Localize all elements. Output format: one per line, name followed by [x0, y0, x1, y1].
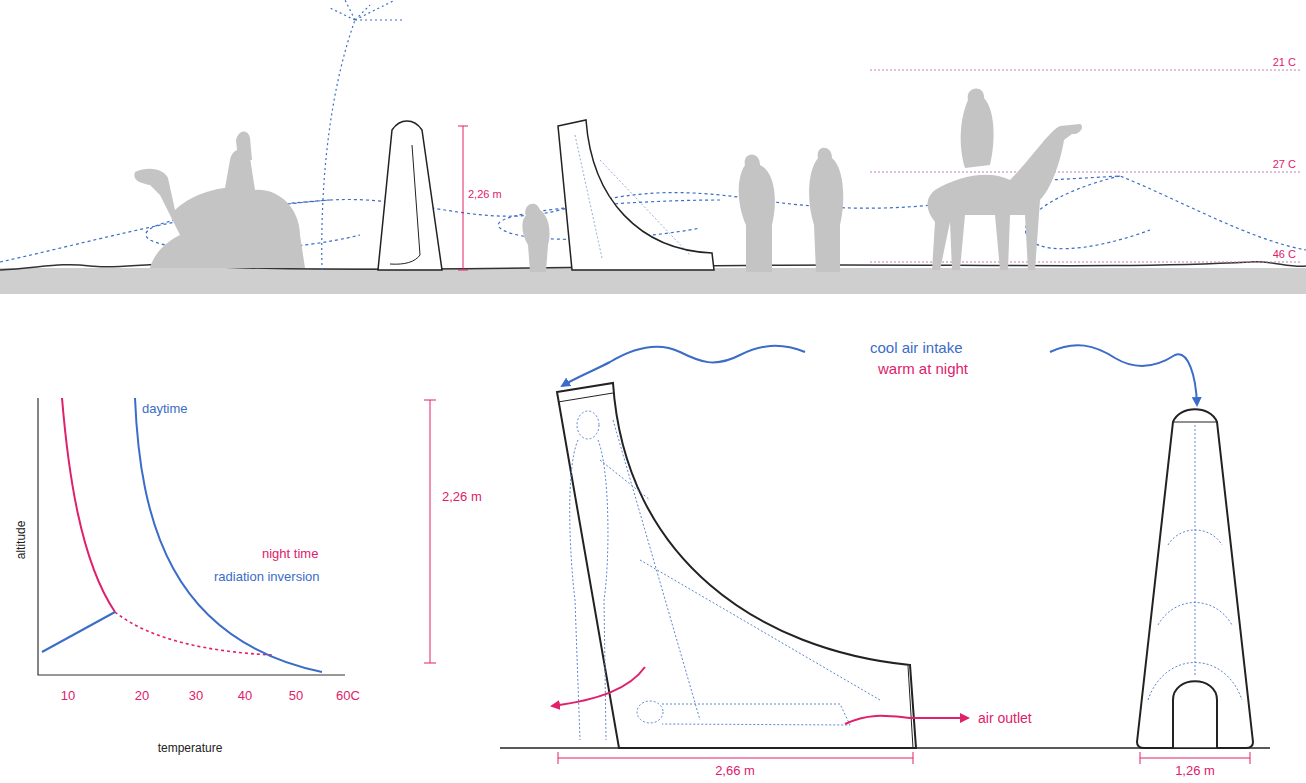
height-dimension-top	[458, 126, 468, 270]
outlet-arrow	[845, 716, 968, 724]
shelter-side-small	[558, 120, 714, 270]
series-label: radiation inversion	[214, 570, 320, 585]
shelter-side	[557, 383, 916, 748]
tick-label: 50	[289, 689, 303, 704]
series-label: night time	[262, 547, 318, 562]
series-label: daytime	[142, 402, 188, 417]
temperature-label: 46 C	[1273, 248, 1296, 261]
dimension-label: 2,26 m	[442, 490, 482, 505]
temperature-label: 21 C	[1273, 56, 1296, 69]
tick-label: 30	[189, 689, 203, 704]
shelter-front-small	[378, 121, 442, 270]
tick-label: 60C	[336, 689, 360, 704]
intake-arrow	[1050, 345, 1197, 405]
axis-title: altitude	[15, 521, 29, 560]
ground-band	[0, 268, 1306, 294]
intake-arrow	[562, 346, 805, 386]
floor-line	[500, 747, 1270, 749]
width-dimensions	[558, 752, 1250, 764]
dimension-label: 2,26 m	[468, 188, 502, 201]
tick-label: 20	[135, 689, 149, 704]
outlet-arrow	[552, 667, 645, 706]
temperature-chart	[38, 398, 345, 675]
air-label: warm at night	[876, 360, 970, 377]
air-label: air outlet	[978, 710, 1032, 726]
tick-label: 10	[61, 689, 75, 704]
axis-title: temperature	[158, 742, 223, 756]
silhouettes	[134, 88, 1082, 272]
dimension-label: 1,26 m	[1175, 764, 1215, 779]
height-dimension	[424, 400, 436, 663]
dimension-label: 2,66 m	[715, 764, 755, 779]
air-label: cool air intake	[868, 339, 965, 356]
temperature-label: 27 C	[1273, 158, 1296, 171]
tick-label: 40	[238, 689, 252, 704]
shelter-front	[1137, 409, 1253, 748]
